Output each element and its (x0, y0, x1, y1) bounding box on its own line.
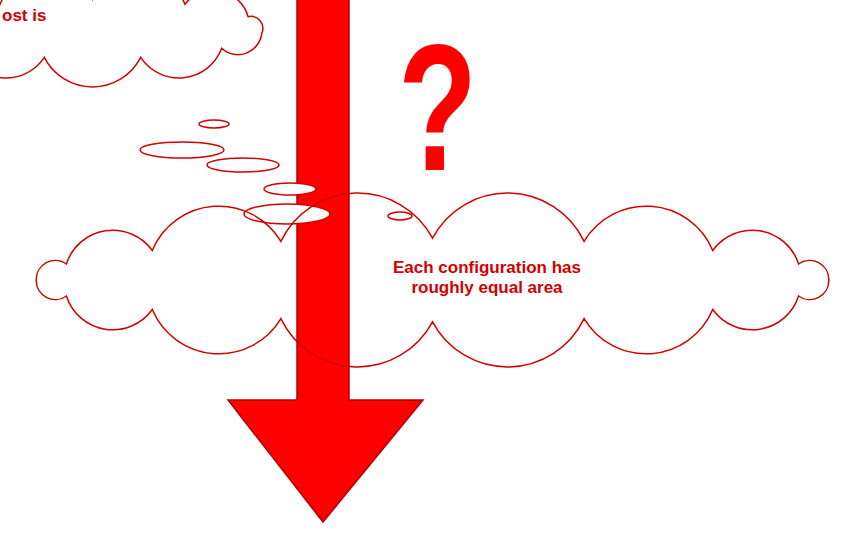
thought-cloud: Each configuration has roughly equal are… (20, 222, 845, 338)
thought-bubble (244, 204, 330, 224)
thought-bubble (264, 183, 316, 195)
cloud-text: ost is (2, 6, 46, 26)
cloud-outline (36, 193, 829, 367)
question-mark: ? (398, 18, 477, 198)
thought-cloud: ost is (0, 0, 275, 70)
thought-bubble (199, 120, 229, 128)
thought-bubble (207, 158, 279, 172)
cloud-outline (0, 0, 263, 87)
thought-bubble (140, 142, 224, 158)
thought-bubble (388, 212, 412, 220)
cloud-text: Each configuration has roughly equal are… (372, 258, 602, 298)
